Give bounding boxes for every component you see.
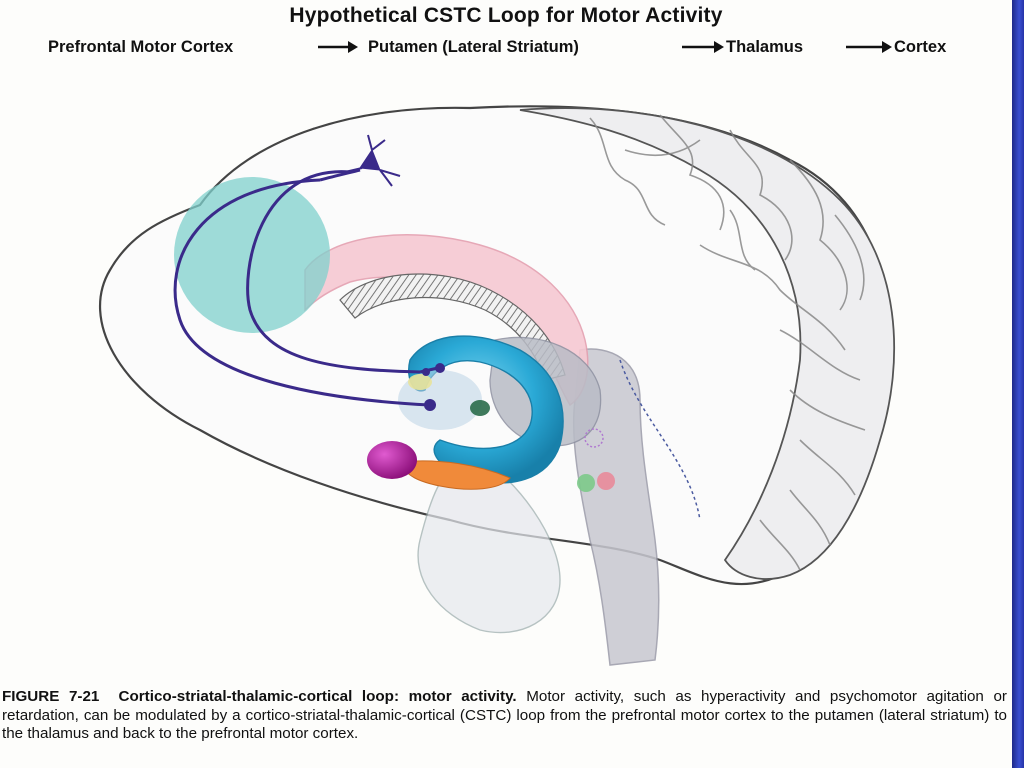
- axon-terminal-icon: [435, 363, 445, 373]
- ventricle-outline: [619, 359, 701, 521]
- cortico-striatal-pathway: [246, 170, 421, 374]
- hippocampus-tail: [399, 460, 511, 490]
- nucleus-yellow: [408, 374, 432, 390]
- mammillary-green: [577, 474, 595, 492]
- pineal-outline: [584, 428, 604, 448]
- flow-step-putamen: Putamen (Lateral Striatum): [368, 38, 579, 56]
- nucleus-green: [470, 400, 490, 416]
- window-edge-bar: [1012, 0, 1024, 768]
- axon-terminal-icon: [422, 368, 430, 376]
- figure-caption-title: Cortico-striatal-thalamic-cortical loop:…: [118, 688, 517, 705]
- flow-step-cortex: Cortex: [894, 38, 947, 56]
- amygdala: [367, 441, 417, 479]
- figure-caption: FIGURE 7-21 Cortico-striatal-thalamic-co…: [2, 688, 1007, 744]
- flow-arrow-icon: [318, 36, 358, 61]
- flow-arrow-icon: [682, 36, 724, 61]
- axon-terminal-icon: [424, 399, 436, 411]
- brain-diagram: [99, 105, 896, 666]
- cortex-gyri: [519, 107, 896, 580]
- mammillary-red: [597, 472, 615, 490]
- figure-caption-body: Motor activity, such as hyperactivity an…: [2, 688, 1007, 742]
- sulci-lines: [589, 114, 866, 571]
- cerebellum: [417, 449, 561, 634]
- flow-arrow-icon: [846, 36, 892, 61]
- thalamo-cortical-pathway: [173, 178, 431, 407]
- figure-title: Hypothetical CSTC Loop for Motor Activit…: [289, 4, 723, 27]
- striatum-putamen: [408, 335, 564, 484]
- figure-label: FIGURE 7-21: [2, 688, 100, 705]
- flow-step-thalamus: Thalamus: [726, 38, 804, 56]
- flow-step-prefrontal: Prefrontal Motor Cortex: [48, 38, 234, 56]
- brainstem: [572, 348, 660, 666]
- pathway-flow: Prefrontal Motor Cortex Putamen (Lateral…: [0, 38, 1012, 60]
